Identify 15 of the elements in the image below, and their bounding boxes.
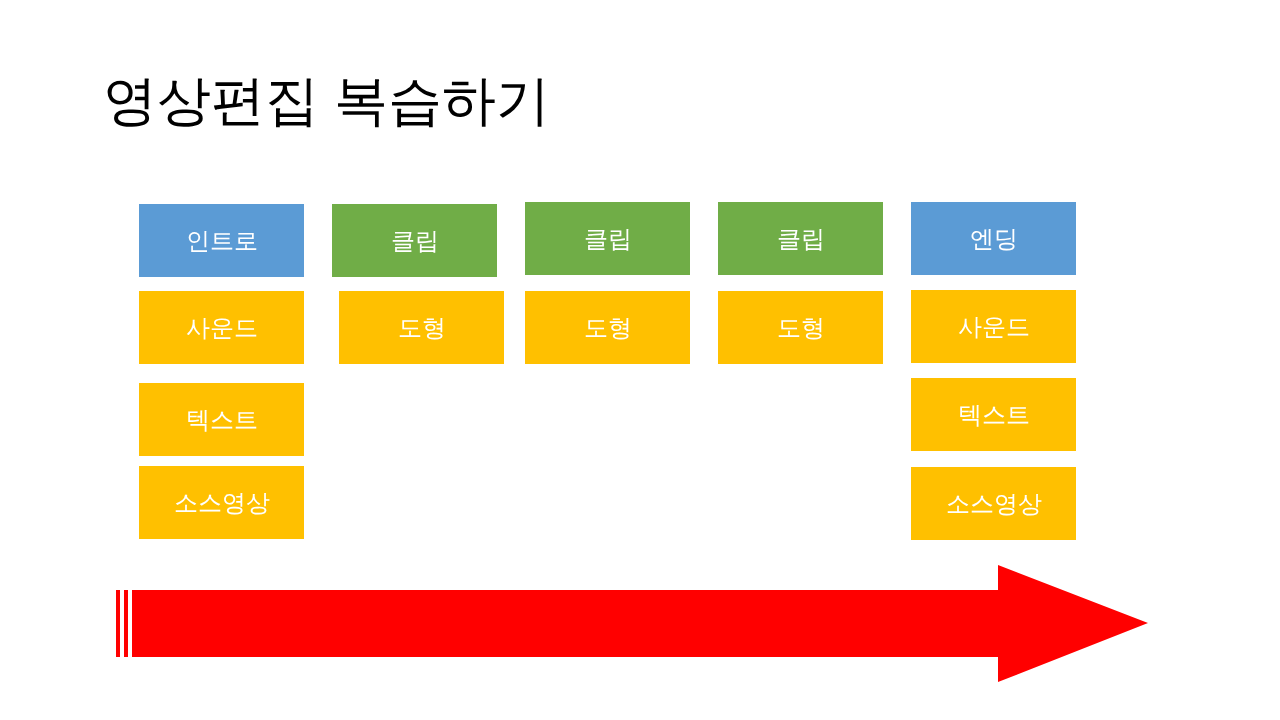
process-box: 텍스트	[911, 378, 1076, 451]
title: 영상편집 복습하기	[103, 69, 550, 132]
process-box: 소스영상	[911, 467, 1076, 540]
process-box: 도형	[525, 291, 690, 364]
process-box: 텍스트	[139, 383, 304, 456]
process-box: 클립	[525, 202, 690, 275]
process-box: 클립	[332, 204, 497, 277]
process-box: 소스영상	[139, 466, 304, 539]
process-box: 도형	[339, 291, 504, 364]
process-box: 인트로	[139, 204, 304, 277]
process-box: 사운드	[139, 291, 304, 364]
process-box: 엔딩	[911, 202, 1076, 275]
process-box: 도형	[718, 291, 883, 364]
process-box: 사운드	[911, 290, 1076, 363]
process-box: 클립	[718, 202, 883, 275]
